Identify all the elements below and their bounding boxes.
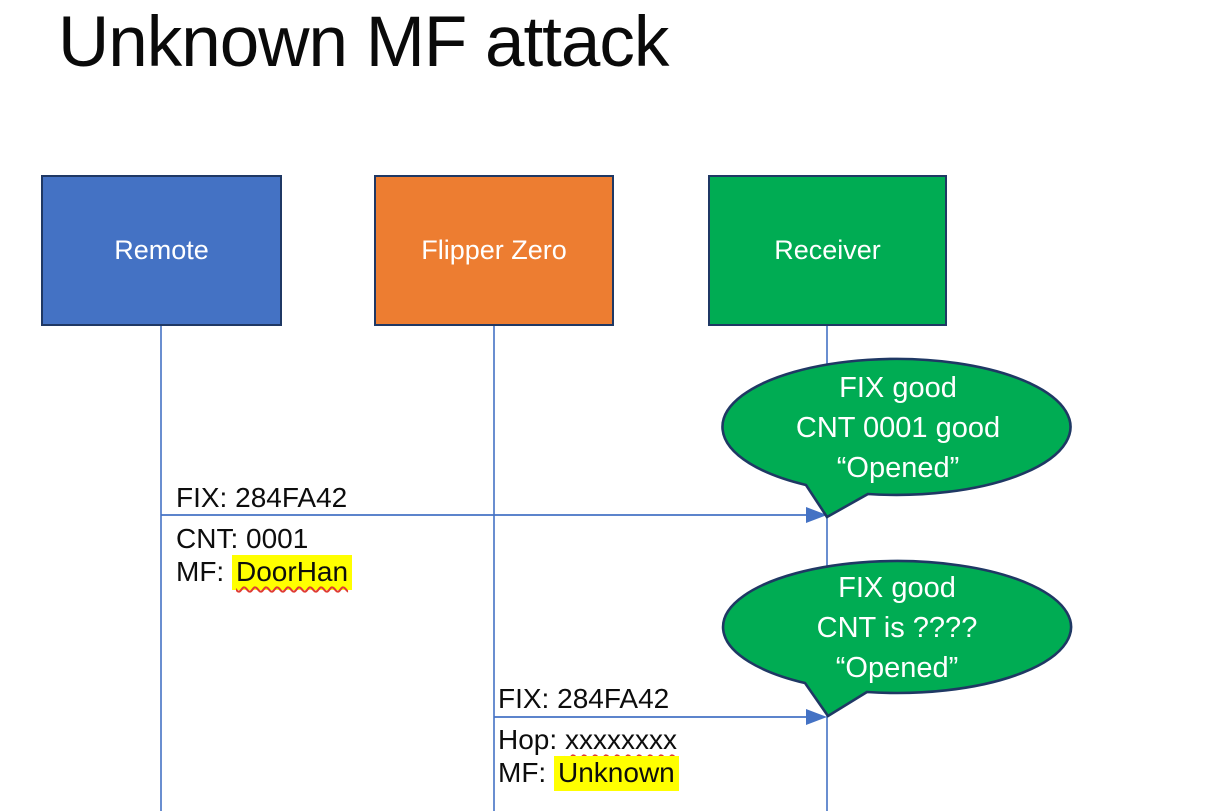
- actor-label-remote: Remote: [114, 235, 209, 265]
- message-1-cnt-label: CNT: 0001: [176, 523, 309, 554]
- actor-label-flipper-zero: Flipper Zero: [421, 235, 567, 265]
- callout-2-line-3: “Opened”: [835, 652, 959, 684]
- message-2-mf-value-highlighted: Unknown: [554, 756, 679, 791]
- message-2-hop-prefix: Hop:: [498, 724, 565, 755]
- callout-2-line-2: CNT is ????: [816, 612, 978, 644]
- message-1-fix-label: FIX: 284FA42: [176, 482, 348, 513]
- message-1-mf-label: MF: DoorHan: [176, 555, 353, 590]
- message-arrow-remote-to-receiver: [161, 507, 827, 523]
- message-arrow-1-arrowhead-icon: [806, 507, 827, 523]
- message-2-hop-label: Hop: xxxxxxxx: [498, 723, 677, 756]
- callout-bubble-1: [721, 357, 1072, 519]
- message-1-mf-prefix: MF:: [176, 556, 232, 587]
- callout-2-line-1: FIX good: [838, 572, 956, 604]
- callout-1-line-2: CNT 0001 good: [795, 412, 1001, 444]
- message-2-mf-label: MF: Unknown: [498, 756, 679, 791]
- actor-box-remote: Remote: [41, 175, 282, 326]
- callout-1-line-3: “Opened”: [836, 452, 960, 484]
- callout-2-text: FIX good CNT is ???? “Opened”: [747, 568, 1047, 688]
- callout-bubble-2: [721, 559, 1073, 718]
- message-2-fix-label: FIX: 284FA42: [498, 683, 670, 714]
- message-arrow-2-arrowhead-icon: [806, 709, 827, 725]
- actor-label-receiver: Receiver: [774, 235, 881, 265]
- message-2-hop-value: xxxxxxxx: [564, 724, 677, 755]
- actor-box-flipper-zero: Flipper Zero: [374, 175, 614, 326]
- message-1-mf-value-highlighted: DoorHan: [232, 555, 353, 590]
- callout-1-text: FIX good CNT 0001 good “Opened”: [748, 368, 1048, 488]
- message-arrow-flipper-to-receiver: [494, 709, 827, 725]
- callout-1-line-1: FIX good: [839, 372, 957, 404]
- slide-title: Unknown MF attack: [58, 3, 669, 82]
- actor-box-receiver: Receiver: [708, 175, 947, 326]
- message-2-mf-prefix: MF:: [498, 757, 554, 788]
